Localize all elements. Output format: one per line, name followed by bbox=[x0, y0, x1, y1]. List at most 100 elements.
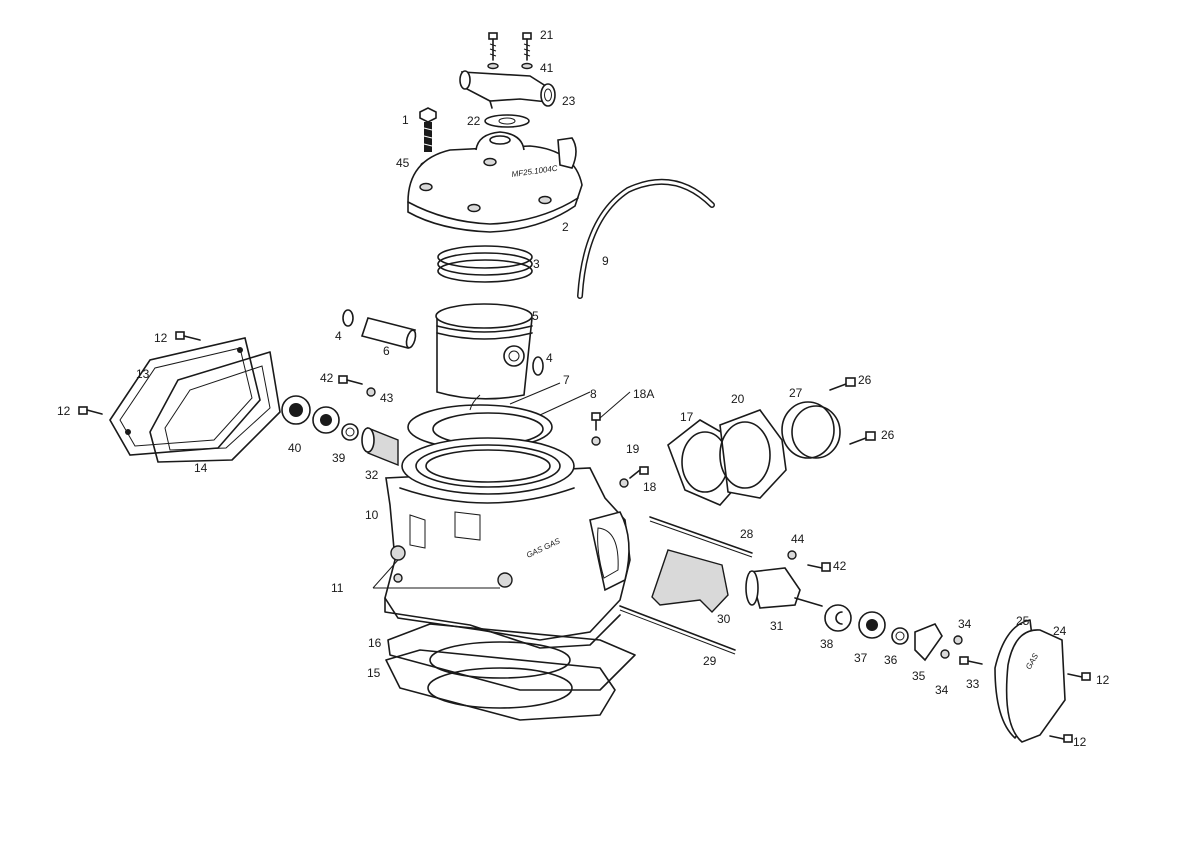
cover-24: GAS bbox=[1005, 629, 1066, 743]
label-4-right: 4 bbox=[546, 351, 553, 365]
bolt-18 bbox=[619, 466, 649, 488]
label-34-bottom: 34 bbox=[935, 683, 949, 697]
label-24: 24 bbox=[1053, 624, 1067, 638]
label-14: 14 bbox=[194, 461, 208, 475]
label-36: 36 bbox=[884, 653, 898, 667]
cylinder-head-2: MF25.1004C bbox=[407, 131, 583, 233]
bolt-12-cover-top bbox=[175, 331, 201, 341]
label-12-top-left: 12 bbox=[154, 331, 168, 345]
label-25: 25 bbox=[1016, 614, 1030, 628]
label-29: 29 bbox=[703, 654, 717, 668]
manifold-20 bbox=[719, 409, 787, 499]
label-20: 20 bbox=[731, 392, 745, 406]
bolt-12-right-bottom bbox=[1049, 734, 1073, 743]
label-10: 10 bbox=[365, 508, 379, 522]
label-26-bottom: 26 bbox=[881, 428, 895, 442]
clip-4-left bbox=[342, 309, 354, 327]
label-9: 9 bbox=[602, 254, 609, 268]
label-12-right-top: 12 bbox=[1096, 673, 1110, 687]
rod-29 bbox=[619, 605, 736, 655]
bracket-35 bbox=[914, 623, 943, 662]
bolt-12-cover-left bbox=[78, 406, 103, 415]
label-8: 8 bbox=[590, 387, 597, 401]
bolt-42-left bbox=[338, 375, 363, 385]
washer-36 bbox=[891, 627, 909, 645]
bearing-40 bbox=[281, 395, 311, 425]
seal-38 bbox=[824, 604, 852, 632]
gasket-22 bbox=[484, 114, 530, 128]
label-11: 11 bbox=[331, 581, 344, 595]
label-16: 16 bbox=[368, 636, 382, 650]
ring-27 bbox=[781, 401, 841, 459]
bolt-18a bbox=[591, 412, 601, 431]
label-44: 44 bbox=[791, 532, 805, 546]
piston-rings-3 bbox=[437, 245, 533, 283]
label-17: 17 bbox=[680, 410, 694, 424]
label-23: 23 bbox=[562, 94, 576, 108]
label-7: 7 bbox=[563, 373, 570, 387]
washer-19 bbox=[591, 436, 601, 446]
clip-4-right bbox=[532, 356, 544, 376]
washer-44 bbox=[787, 550, 797, 560]
label-12-right-bottom: 12 bbox=[1073, 735, 1087, 749]
piston-pin-6 bbox=[360, 317, 417, 349]
gasket-15 bbox=[385, 649, 616, 721]
rod-28 bbox=[649, 516, 753, 558]
bolt-42-right bbox=[807, 562, 831, 572]
bolt-26-top bbox=[829, 377, 856, 391]
label-42-left: 42 bbox=[320, 371, 334, 385]
bolt-26-bottom bbox=[849, 431, 876, 445]
bearing-37 bbox=[858, 611, 886, 639]
label-32: 32 bbox=[365, 468, 379, 482]
label-5: 5 bbox=[532, 309, 539, 323]
label-35: 35 bbox=[912, 669, 926, 683]
label-41: 41 bbox=[540, 61, 554, 75]
water-outlet-23 bbox=[459, 70, 556, 109]
bearing-39 bbox=[312, 406, 359, 441]
bushing-32 bbox=[361, 426, 399, 467]
label-43: 43 bbox=[380, 391, 394, 405]
washer-34-bottom bbox=[940, 649, 950, 659]
label-30: 30 bbox=[717, 612, 731, 626]
shaft-31 bbox=[745, 567, 823, 609]
valve-30 bbox=[651, 549, 729, 614]
bolt-33 bbox=[959, 656, 983, 665]
label-18: 18 bbox=[643, 480, 657, 494]
label-28: 28 bbox=[740, 527, 754, 541]
label-2: 2 bbox=[562, 220, 569, 234]
label-21: 21 bbox=[540, 28, 554, 42]
label-3: 3 bbox=[533, 257, 540, 271]
label-26-top: 26 bbox=[858, 373, 872, 387]
bolt-21-left bbox=[488, 32, 498, 61]
label-33: 33 bbox=[966, 677, 980, 691]
hose-9 bbox=[577, 178, 715, 299]
label-42-right: 42 bbox=[833, 559, 847, 573]
label-37: 37 bbox=[854, 651, 868, 665]
gasket-14 bbox=[149, 351, 281, 463]
label-13: 13 bbox=[136, 367, 150, 381]
head-bolt-1 bbox=[419, 107, 437, 152]
label-19: 19 bbox=[626, 442, 640, 456]
label-6: 6 bbox=[383, 344, 390, 358]
washer-43 bbox=[366, 387, 376, 397]
washer-41 bbox=[487, 62, 533, 70]
label-12-left: 12 bbox=[57, 404, 71, 418]
washer-34-top bbox=[953, 635, 963, 645]
label-40: 40 bbox=[288, 441, 302, 455]
gasket-16 bbox=[387, 623, 636, 691]
bolt-12-right-top bbox=[1067, 672, 1091, 681]
callout-labels: 21 41 23 22 1 45 2 3 9 5 4 4 6 7 8 18A 1… bbox=[57, 28, 1110, 749]
label-34-top: 34 bbox=[958, 617, 972, 631]
label-22: 22 bbox=[467, 114, 481, 128]
label-15: 15 bbox=[367, 666, 381, 680]
label-31: 31 bbox=[770, 619, 784, 633]
label-38: 38 bbox=[820, 637, 834, 651]
label-1: 1 bbox=[402, 113, 409, 127]
bolt-21-right bbox=[522, 32, 532, 61]
leader-lines bbox=[372, 382, 631, 589]
label-18a: 18A bbox=[633, 387, 654, 401]
cylinder-10: GAS GAS bbox=[384, 437, 631, 649]
label-4-left: 4 bbox=[335, 329, 342, 343]
